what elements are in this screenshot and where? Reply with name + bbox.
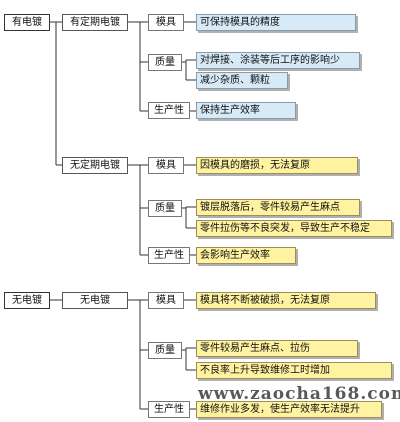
label-mold-nonperiodic: 模具 xyxy=(148,157,184,174)
watermark-text: www.zaocha168.com xyxy=(198,384,400,404)
label-quality-nonperiodic: 质量 xyxy=(148,200,182,217)
label-productivity-periodic: 生产性 xyxy=(148,102,190,119)
leaf-mold-not-electroplated-1: 模具将不断被破损，无法复原 xyxy=(196,292,376,309)
leaf-productivity-not-electroplated-1: 维修作业多发，使生产效率无法提升 xyxy=(196,401,382,418)
branch-node-periodic: 有定期电镀 xyxy=(62,14,128,31)
leaf-quality-not-electroplated-2: 不良率上升导致维修工时增加 xyxy=(196,362,392,379)
label-quality-periodic: 质量 xyxy=(148,54,182,71)
branch-node-not-electroplated: 无电镀 xyxy=(62,292,128,309)
leaf-productivity-periodic-1: 保持生产效率 xyxy=(196,102,296,119)
leaf-quality-nonperiodic-2: 零件拉伤等不良突发，导致生产不稳定 xyxy=(196,220,392,237)
leaf-mold-nonperiodic-1: 因模具的磨损，无法复原 xyxy=(196,157,358,174)
branch-node-nonperiodic: 无定期电镀 xyxy=(62,157,128,174)
root-node-not-electroplated: 无电镀 xyxy=(4,292,50,309)
leaf-quality-not-electroplated-1: 零件较易产生麻点、拉伤 xyxy=(196,340,358,357)
label-productivity-nonperiodic: 生产性 xyxy=(148,247,190,264)
leaf-quality-periodic-1: 对焊接、涂装等后工序的影响少 xyxy=(196,52,360,69)
root-node-electroplated: 有电镀 xyxy=(4,14,50,31)
leaf-quality-periodic-2: 减少杂质、颗粒 xyxy=(196,72,288,89)
leaf-productivity-nonperiodic-1: 会影响生产效率 xyxy=(196,247,296,264)
label-mold-not-electroplated: 模具 xyxy=(148,292,184,309)
label-quality-not-electroplated: 质量 xyxy=(148,342,182,359)
leaf-quality-nonperiodic-1: 镀层脱落后，零件较易产生麻点 xyxy=(196,199,360,216)
label-mold-periodic: 模具 xyxy=(148,14,184,31)
label-productivity-not-electroplated: 生产性 xyxy=(148,401,190,418)
leaf-mold-periodic-1: 可保持模具的精度 xyxy=(196,14,356,31)
